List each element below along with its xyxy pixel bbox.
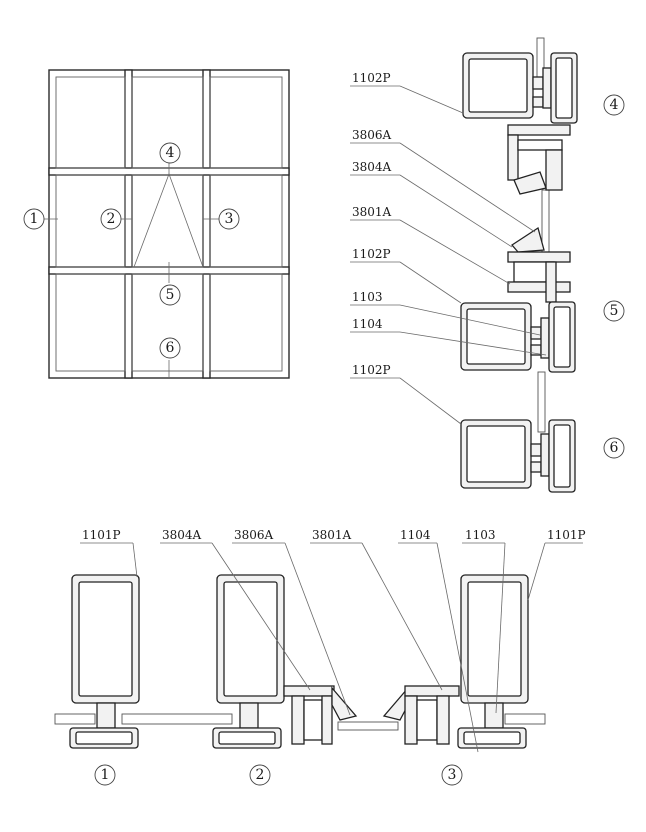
mullion-left: [124, 69, 133, 379]
hs-label-1103: 1103: [465, 528, 496, 542]
elevation-callout-2: 2: [100, 208, 122, 230]
glass-center-left: [121, 713, 233, 725]
elevation-callout-6: 6: [159, 337, 181, 359]
svg-text:2: 2: [107, 211, 116, 227]
transom-section-6: [460, 419, 576, 493]
svg-text:1: 1: [101, 767, 110, 783]
vs-callout-4: 4: [603, 94, 625, 116]
glass-lower: [537, 371, 546, 433]
hs-label-1104: 1104: [400, 528, 431, 542]
elevation-callout-5: 5: [159, 284, 181, 306]
vs-label-1103: 1103: [352, 290, 383, 304]
glass-right: [504, 713, 546, 725]
vs-label-1104: 1104: [352, 317, 383, 331]
transom-section-5: [460, 301, 576, 373]
svg-text:6: 6: [610, 440, 619, 456]
vs-label-1102p-bottom: 1102P: [352, 363, 391, 377]
elevation-panels: [55, 76, 283, 372]
vertical-section-leaders: [350, 85, 547, 425]
glass-left: [54, 713, 96, 725]
svg-text:3: 3: [225, 211, 234, 227]
hs-label-1101p-left: 1101P: [82, 528, 121, 542]
elevation-outer-frame: [48, 69, 290, 379]
elevation-leaders: [43, 163, 219, 377]
vent-frame-lower: [507, 226, 571, 303]
hs-label-3801a: 3801A: [312, 528, 352, 542]
svg-text:3: 3: [448, 767, 457, 783]
mullion-section-2: [212, 574, 358, 749]
svg-text:6: 6: [166, 340, 175, 356]
svg-text:2: 2: [256, 767, 265, 783]
hs-callout-1: 1: [94, 764, 116, 786]
vs-callout-6: 6: [603, 437, 625, 459]
svg-text:5: 5: [166, 287, 175, 303]
elevation-callout-3: 3: [218, 208, 240, 230]
svg-text:4: 4: [166, 145, 175, 161]
mullion-section-1: [69, 574, 140, 749]
elevation-callout-1: 1: [23, 208, 45, 230]
vertical-section-view: 1102P 3806A 3804A 3801A 1102P 1103 1104 …: [350, 37, 625, 493]
vent-frame-upper: [507, 124, 571, 195]
mullion-right: [202, 69, 211, 379]
hs-callout-3: 3: [441, 764, 463, 786]
hs-label-1101p-right: 1101P: [547, 528, 586, 542]
svg-text:1: 1: [30, 211, 39, 227]
vs-label-3804a: 3804A: [352, 160, 392, 174]
vs-label-3801a: 3801A: [352, 205, 392, 219]
horizontal-section-view: 1101P 3804A 3806A 3801A 1104 1103 1101P …: [54, 528, 586, 786]
svg-text:4: 4: [610, 97, 619, 113]
svg-text:5: 5: [610, 303, 619, 319]
glass-vent: [337, 721, 399, 731]
elevation-view: 1 2 3 4 5 6: [23, 69, 290, 379]
vs-label-1102p-top: 1102P: [352, 71, 391, 85]
hs-label-3804a: 3804A: [162, 528, 202, 542]
transom-section-4: [462, 52, 578, 124]
vs-callout-5: 5: [603, 300, 625, 322]
horizontal-section-leaders: [80, 542, 583, 753]
hs-callout-2: 2: [249, 764, 271, 786]
mullion-section-3: [382, 574, 529, 749]
hs-label-3806a: 3806A: [234, 528, 274, 542]
vs-label-1102p-mid: 1102P: [352, 247, 391, 261]
vs-label-3806a: 3806A: [352, 128, 392, 142]
elevation-callout-4: 4: [159, 142, 181, 164]
